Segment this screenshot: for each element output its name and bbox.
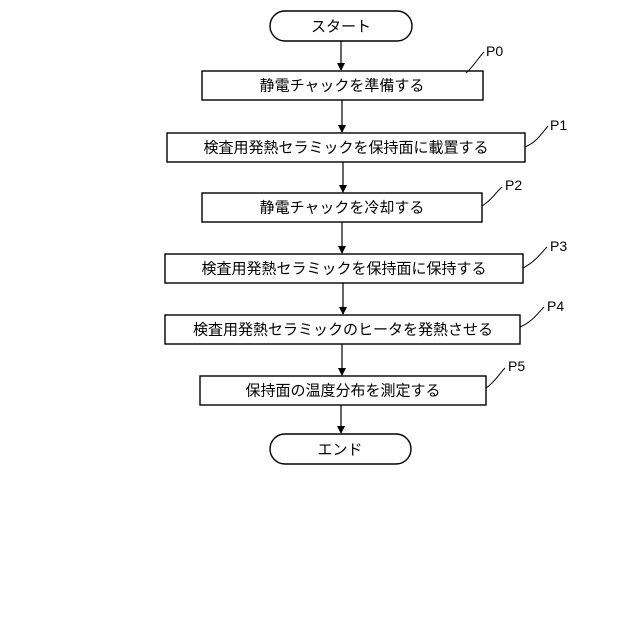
step-p1-leader xyxy=(525,126,548,147)
step-p0-leader xyxy=(466,52,484,73)
step-p2-leader xyxy=(482,187,502,206)
step-p3-label: 検査用発熱セラミックを保持面に保持する xyxy=(201,260,486,278)
step-p4-leader xyxy=(520,307,544,327)
step-p5-tag: P5 xyxy=(508,358,525,374)
step-p4-tag: P4 xyxy=(547,298,564,314)
step-p3-tag: P3 xyxy=(550,238,567,254)
step-p3-leader xyxy=(523,247,547,268)
start-label: スタート xyxy=(311,18,371,36)
step-p5: 保持面の温度分布を測定する xyxy=(200,376,486,405)
step-p1: 検査用発熱セラミックを保持面に載置する xyxy=(167,133,525,162)
step-p4: 検査用発熱セラミックのヒータを発熱させる xyxy=(165,315,520,344)
step-p2: 静電チャックを冷却する xyxy=(202,193,482,222)
end-label: エンド xyxy=(317,441,362,459)
step-p0: 静電チャックを準備する xyxy=(202,71,483,100)
step-p2-tag: P2 xyxy=(505,177,522,193)
step-p2-label: 静電チャックを冷却する xyxy=(260,199,425,217)
step-p1-label: 検査用発熱セラミックを保持面に載置する xyxy=(203,139,488,157)
end-terminal: エンド xyxy=(270,434,411,464)
step-p5-label: 保持面の温度分布を測定する xyxy=(245,382,440,400)
step-p1-tag: P1 xyxy=(550,117,567,133)
step-p0-label: 静電チャックを準備する xyxy=(260,77,425,95)
start-terminal: スタート xyxy=(270,11,412,41)
step-p3: 検査用発熱セラミックを保持面に保持する xyxy=(165,254,523,283)
step-p0-tag: P0 xyxy=(486,43,503,59)
step-p4-label: 検査用発熱セラミックのヒータを発熱させる xyxy=(193,321,493,339)
step-p5-leader xyxy=(486,368,505,388)
